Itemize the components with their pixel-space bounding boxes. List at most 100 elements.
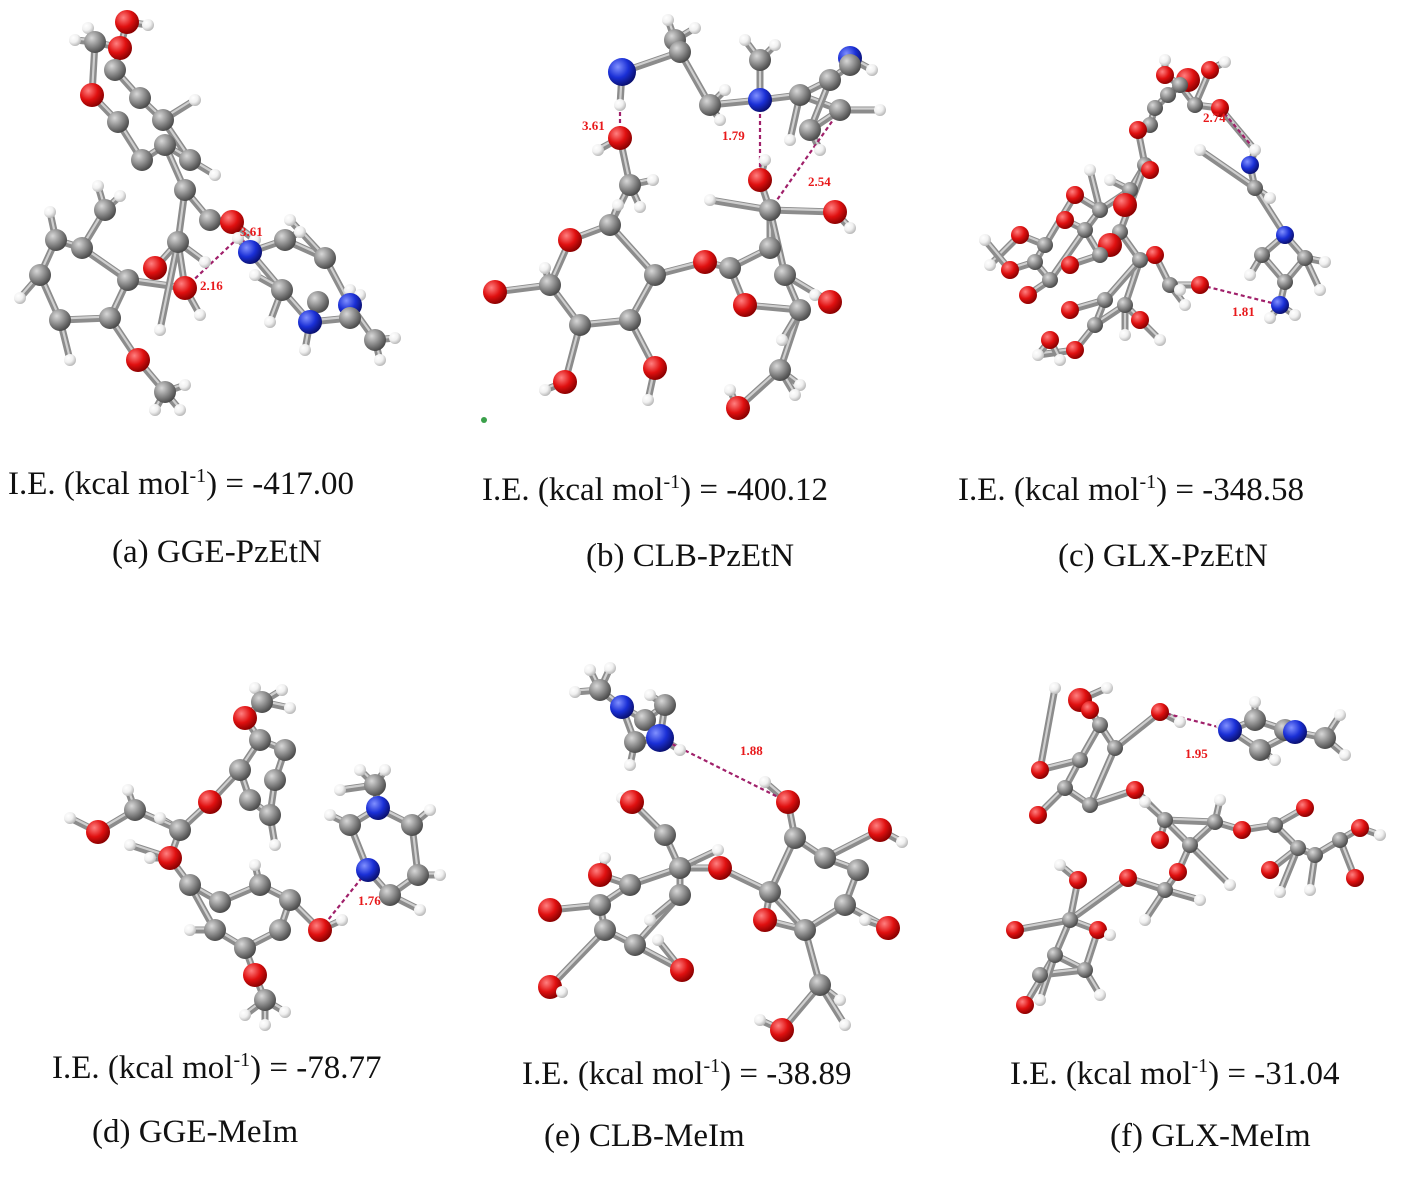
hydrogen-atom — [184, 924, 196, 936]
hbond-distance-label: 1.95 — [1185, 746, 1208, 761]
oxygen-atom — [1089, 921, 1107, 939]
distance-labels: 3.611.792.54 — [582, 118, 831, 189]
caption-e: (e) CLB-MeIm — [544, 1118, 745, 1154]
oxygen-atom — [823, 200, 847, 224]
carbon-atom — [131, 149, 153, 171]
bond — [1111, 708, 1164, 752]
hydrogen-atom — [1139, 796, 1151, 808]
oxygen-atom — [818, 290, 842, 314]
caption-c: (c) GLX-PzEtN — [1058, 538, 1268, 574]
atoms — [64, 682, 446, 1031]
hydrogen-atom — [114, 190, 126, 202]
carbon-atom — [669, 884, 691, 906]
oxygen-atom — [86, 820, 110, 844]
carbon-atom — [407, 864, 429, 886]
hydrogen-atom — [642, 394, 654, 406]
carbon-atom — [314, 247, 336, 269]
carbon-atom — [1182, 837, 1198, 853]
interaction-energy-d: I.E. (kcal mol-1) = -78.77 — [52, 1049, 382, 1086]
carbon-atom — [1047, 947, 1063, 963]
hydrogen-atom — [1289, 309, 1301, 321]
atoms — [538, 662, 908, 1042]
hydrogen-atom — [1224, 879, 1236, 891]
hydrogen-atom — [1104, 929, 1116, 941]
hydrogen-atom — [592, 144, 604, 156]
carbon-atom — [774, 264, 796, 286]
hydrogen-atom — [239, 1009, 251, 1021]
hydrogen-atom — [294, 226, 306, 238]
distance-labels: 1.76 — [358, 893, 381, 908]
oxygen-atom — [1029, 806, 1047, 824]
nitrogen-atom — [608, 58, 636, 86]
carbon-atom — [1057, 780, 1073, 796]
oxygen-atom — [770, 1018, 794, 1042]
oxygen-atom — [220, 210, 244, 234]
hydrogen-atom — [154, 324, 166, 336]
bond-highlight — [548, 927, 607, 987]
molecule-gge-meim: 1.76 — [64, 682, 446, 1031]
hydrogen-atom — [1119, 329, 1131, 341]
hydrogen-atom — [1054, 354, 1066, 366]
hydrogen-atom — [759, 776, 771, 788]
nitrogen-atom — [298, 310, 322, 334]
carbon-atom — [669, 41, 691, 63]
carbon-atom — [124, 799, 146, 821]
hbond-distance-label: 2.54 — [808, 174, 831, 189]
hydrogen-atom — [1179, 299, 1191, 311]
hydrogen-atom — [769, 39, 781, 51]
hydrogen-atom — [644, 689, 656, 701]
carbon-atom — [279, 889, 301, 911]
oxygen-atom — [608, 126, 632, 150]
carbon-atom — [249, 729, 271, 751]
bond-highlight — [1198, 147, 1257, 188]
carbon-atom — [45, 229, 67, 251]
oxygen-atom — [80, 83, 104, 107]
oxygen-atom — [1129, 121, 1147, 139]
hydrogen-atom — [1049, 682, 1061, 694]
carbon-atom — [589, 894, 611, 916]
hydrogen-atom — [614, 99, 626, 111]
hydrogen-atom — [336, 914, 348, 926]
hbond-distance-label: 1.81 — [1232, 304, 1255, 319]
hydrogen-atom — [539, 384, 551, 396]
hydrogen-atom — [874, 104, 886, 116]
hydrogen-bond — [1199, 283, 1281, 307]
nitrogen-atom — [366, 796, 390, 820]
hydrogen-atom — [379, 764, 391, 776]
bond — [1011, 916, 1074, 934]
carbon-atom — [364, 774, 386, 796]
oxygen-atom — [726, 396, 750, 420]
carbon-atom — [1077, 222, 1093, 238]
carbon-atom — [29, 264, 51, 286]
hydrogen-atom — [1139, 914, 1151, 926]
hydrogen-atom — [584, 664, 596, 676]
hydrogen-atom — [64, 812, 76, 824]
bond-highlight — [158, 239, 180, 330]
hydrogen-atom — [1194, 144, 1206, 156]
hydrogen-atom — [334, 784, 346, 796]
oxygen-atom — [1346, 869, 1364, 887]
carbon-atom — [179, 874, 201, 896]
hydrogen-atom — [259, 1019, 271, 1031]
nitrogen-atom — [1218, 718, 1242, 742]
carbon-atom — [1267, 817, 1283, 833]
carbon-atom — [1187, 97, 1203, 113]
hydrogen-atom — [834, 994, 846, 1006]
hydrogen-atom — [789, 389, 801, 401]
carbon-atom — [104, 59, 126, 81]
carbon-atom — [749, 49, 771, 71]
carbon-atom — [274, 229, 296, 251]
oxygen-atom — [115, 10, 139, 34]
hydrogen-atom — [599, 852, 611, 864]
hydrogen-bonds — [1199, 107, 1281, 307]
bond-highlight — [1188, 842, 1232, 885]
hydrogen-atom — [644, 914, 656, 926]
distance-labels: 3.612.16 — [200, 224, 263, 293]
carbon-atom — [1247, 180, 1263, 196]
atoms — [14, 10, 401, 416]
atoms — [483, 14, 886, 420]
carbon-atom — [1244, 709, 1266, 731]
hydrogen-atom — [539, 262, 551, 274]
oxygen-atom — [1019, 286, 1037, 304]
